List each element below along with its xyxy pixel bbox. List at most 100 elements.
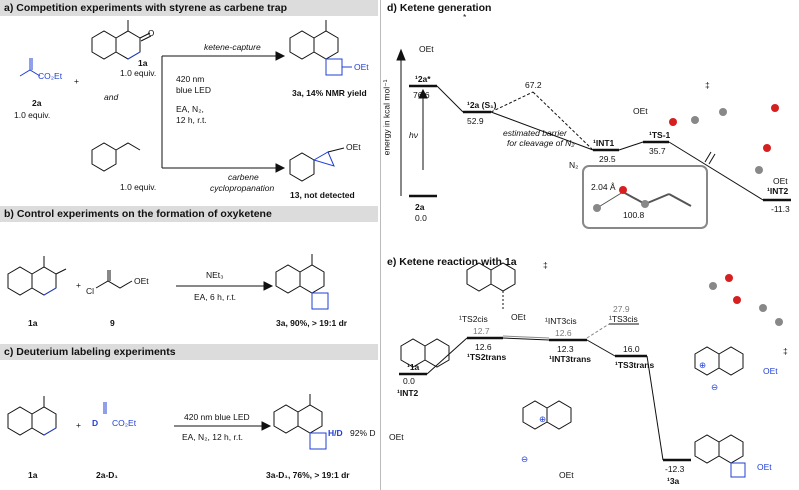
panel-b: b) Control experiments on the formation … [0, 206, 378, 342]
panel-a-title: a) Competition experiments with styrene … [0, 0, 378, 16]
state-ts3trans-energy: 16.0 [623, 344, 640, 354]
arrow-bottom-text: EA, 6 h, r.t. [194, 292, 237, 302]
product-3a-d1: 3a-D₁, 76%, > 19:1 dr [266, 470, 350, 480]
state-2a-star-energy: 76.6 [413, 90, 430, 100]
state-1a-energy: 0.0 [403, 376, 415, 386]
panel-c-title: c) Deuterium labeling experiments [0, 344, 378, 360]
state-int3trans-label: ¹INT3trans [549, 354, 592, 364]
reagent-1a-equiv: 1.0 equiv. [120, 68, 157, 78]
d-percent: 92% D [350, 428, 376, 438]
product-13-oet: OEt [346, 142, 361, 152]
condition-4: 12 h, r.t. [176, 115, 207, 125]
oet-e-4: OEt [763, 366, 778, 376]
plus-sign: + [74, 76, 79, 86]
reagent-formula-c: CO₂Et [112, 418, 137, 428]
arrow-top-text: NEt₃ [206, 270, 224, 280]
bond-length: 2.04 Å [591, 182, 616, 192]
barrier-value: 67.2 [525, 80, 542, 90]
star-d: * [463, 12, 467, 22]
panel-e: e) Ketene reaction with 1a [383, 256, 799, 490]
state-2a-s1-energy: 52.9 [467, 116, 484, 126]
reagent-2a-formula: CO₂Et [38, 71, 63, 81]
reagent-oet: OEt [134, 276, 149, 286]
and-text: and [104, 92, 119, 102]
reagent-2a-label: 2a [32, 98, 42, 108]
product-3a-oet: OEt [354, 62, 369, 72]
panel-b-drawing [7, 254, 329, 310]
oet-d-2: OEt [633, 106, 648, 116]
panel-d-title: d) Ketene generation [387, 2, 492, 14]
panel-c-drawing [7, 394, 327, 450]
panel-a: a) Competition experiments with styrene … [0, 0, 378, 204]
reagent-cl: Cl [86, 286, 95, 296]
energy-diagram-e [399, 262, 783, 478]
arrow-bottom-c: EA, N₂, 12 h, r.t. [182, 432, 243, 442]
product-3a-b: 3a, 90%, > 19:1 dr [276, 318, 348, 328]
panel-d: d) Ketene generation [381, 0, 799, 250]
reagent-2a-equiv: 1.0 equiv. [14, 110, 51, 120]
styrene-equiv: 1.0 equiv. [120, 182, 157, 192]
state-1a-label: ¹1a [407, 362, 420, 372]
dagger-e-2: ‡ [783, 346, 788, 356]
condition-3: EA, N₂, [176, 104, 204, 114]
energy-diagram-d [396, 48, 791, 229]
state-ts2trans-energy: 12.6 [475, 342, 492, 352]
state-int2-energy: -11.3 [771, 204, 790, 214]
plus-charge-2: ⊕ [699, 360, 707, 370]
oet-e-2: OEt [389, 432, 404, 442]
state-int1-label: ¹INT1 [593, 138, 615, 148]
panel-e-title: e) Ketene reaction with 1a [387, 256, 517, 268]
pathway-top: ketene-capture [204, 42, 261, 52]
plus-sign-b: + [76, 280, 81, 290]
product-3a-label: 3a, 14% NMR yield [292, 88, 367, 98]
state-3a-label: ¹3a [667, 476, 680, 486]
state-ts2cis-label: ¹TS2cis [459, 314, 488, 324]
state-1a-sub: ¹INT2 [397, 388, 419, 398]
svg-text:O: O [148, 29, 154, 38]
state-int1-energy: 29.5 [599, 154, 616, 164]
oet-e-5: OEt [757, 462, 772, 472]
oet-e-3: OEt [559, 470, 574, 480]
angle-label: 100.8 [623, 210, 645, 220]
pathway-bottom-2: cyclopropanation [210, 183, 275, 193]
minus-charge-2: ⊖ [711, 382, 719, 392]
state-ts3trans-label: ¹TS3trans [615, 360, 655, 370]
panel-a-drawing: O [19, 20, 352, 182]
condition-1: 420 nm [176, 74, 205, 84]
plus-sign-c: + [76, 420, 81, 430]
product-13-label: 13, not detected [290, 190, 355, 200]
barrier-text-2: for cleavage of N₂ [507, 138, 575, 148]
n2-label: N₂ [569, 160, 579, 170]
oet-d-3: OEt [773, 176, 788, 186]
condition-2: blue LED [176, 85, 211, 95]
state-ts2trans-label: ¹TS2trans [467, 352, 507, 362]
state-int3cis-label: ¹INT3cis [545, 316, 577, 326]
dagger-d: ‡ [705, 80, 710, 90]
state-2a-s1-label: ¹2a (S₁) [467, 100, 497, 110]
state-2a-energy: 0.0 [415, 213, 427, 223]
state-int3trans-energy: 12.3 [557, 344, 574, 354]
reagent-1a-c: 1a [28, 470, 38, 480]
state-2a-star-label: ¹2a* [415, 74, 431, 84]
h-d-label: H/D [328, 428, 343, 438]
reagent-d: D [92, 418, 99, 428]
plus-charge-1: ⊕ [539, 414, 547, 424]
state-ts1-label: ¹TS-1 [649, 130, 671, 140]
state-ts3cis-label: ¹TS3cis [609, 314, 638, 324]
arrow-top-c: 420 nm blue LED [184, 412, 250, 422]
reagent-1a-label: 1a [138, 58, 148, 68]
hv-label: hν [409, 130, 418, 140]
dagger-e-1: ‡ [543, 260, 548, 270]
state-2a-label: 2a [415, 202, 425, 212]
state-int2-label: ¹INT2 [767, 186, 789, 196]
reagent-2a-d1: 2a-D₁ [96, 470, 118, 480]
vertical-divider [380, 0, 381, 490]
state-ts1-energy: 35.7 [649, 146, 666, 156]
oet-d-1: OEt [419, 44, 434, 54]
state-3a-energy: -12.3 [665, 464, 685, 474]
state-int3cis-energy: 12.6 [555, 328, 572, 338]
state-ts2cis-energy: 12.7 [473, 326, 490, 336]
reagent-1a: 1a [28, 318, 38, 328]
pathway-bottom-1: carbene [228, 172, 259, 182]
